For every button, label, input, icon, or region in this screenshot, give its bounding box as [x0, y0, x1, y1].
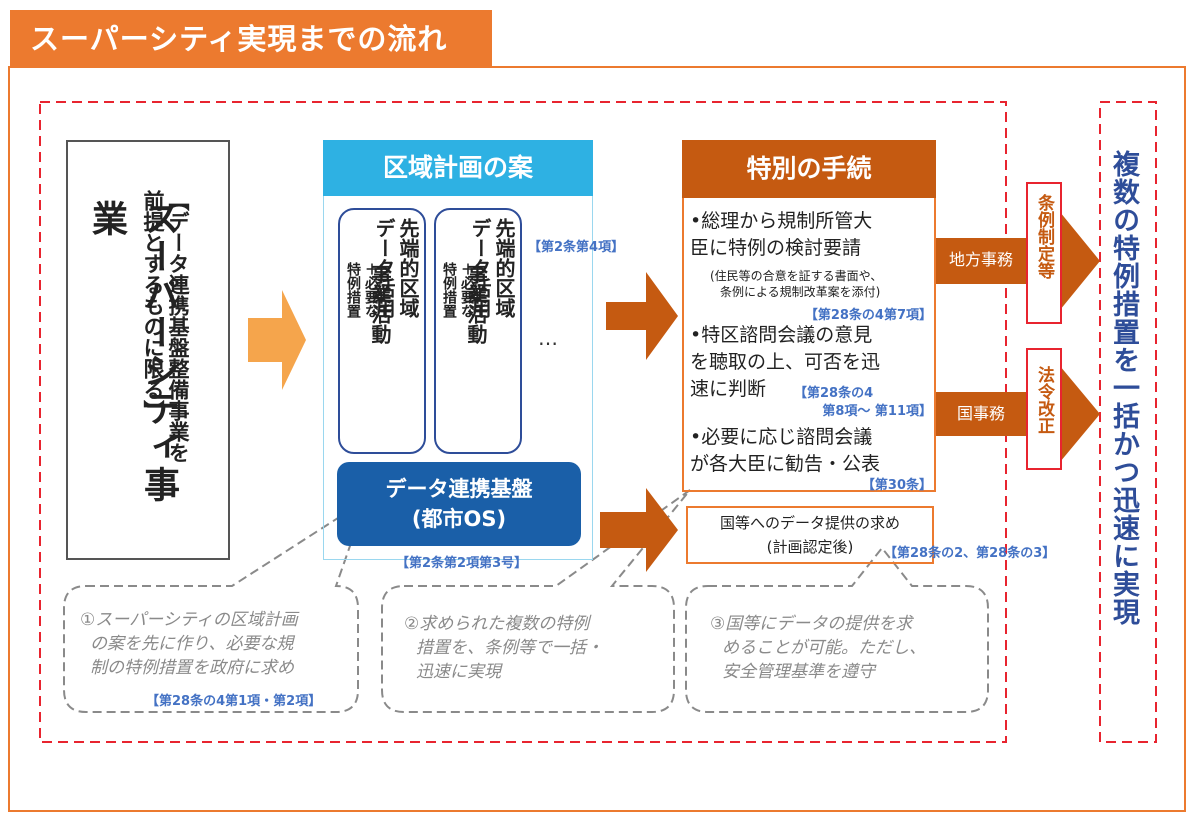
activity-1-sub: ＋必要な 特例措置	[344, 262, 380, 318]
note-2: ②求められた複数の特例 措置を、条例等で一括・ 迅速に実現	[404, 612, 603, 684]
note-3-line2: めることが可能。ただし、	[722, 638, 926, 658]
arrow-plan-to-special	[606, 272, 678, 360]
special-b3-line2: が各大臣に勧告・公表	[690, 453, 881, 475]
special-b1-note1: (住民等の合意を証する書面や、	[710, 269, 883, 283]
special-body: •総理から規制所管大 臣に特例の検討要請 (住民等の合意を証する書面や、 条例に…	[682, 198, 936, 493]
activity-2-plus: ＋	[459, 262, 475, 276]
project-box	[66, 140, 230, 560]
special-b2-line1: •特区諮問会議の意見	[690, 324, 873, 346]
activity-2-main3: 事業活動	[464, 264, 488, 344]
project-subtitle-line2: 前提とするものに限る】	[141, 190, 165, 421]
note-2-line3: 迅速に実現	[416, 662, 501, 682]
national-affairs-label: 国事務	[936, 392, 1026, 436]
special-b2-ref2: 第8項～ 第11項】	[822, 404, 932, 419]
special-bullet-3: •必要に応じ諮問会議 が各大臣に勧告・公表	[690, 424, 880, 478]
special-header: 特別の手続	[682, 140, 936, 198]
activity-1-text: 先端的区域 データ活用	[372, 218, 420, 318]
arrow-base-to-data	[600, 488, 678, 572]
project-title: スーパーシティ事業	[86, 200, 179, 504]
special-b2-line3: 速に判断	[690, 378, 767, 400]
note-3: ③国等にデータの提供を求 めることが可能。ただし、 安全管理基準を遵守	[710, 612, 926, 684]
page-title: スーパーシティ実現までの流れ	[10, 10, 492, 68]
local-affairs-label: 地方事務	[936, 238, 1026, 282]
activity-card-1: 先端的区域 データ活用 事業活動 ＋必要な 特例措置	[338, 208, 426, 454]
activity-2-main1: 先端的区域	[492, 218, 516, 318]
plan-header: 区域計画の案	[323, 140, 593, 196]
local-result-box: 条例制定等	[1026, 182, 1062, 324]
ref-data-platform: 【第2条第2項第3号】	[396, 556, 528, 571]
project-subtitle: 【データ連携基盤整備事業を 前提とするものに限る】	[140, 190, 190, 530]
note-bubble-1-shape	[63, 497, 368, 713]
note-2-line2: 措置を、条例等で一括・	[416, 638, 603, 658]
data-platform-line2: (都市OS)	[411, 507, 507, 531]
note-3-line1: ③国等にデータの提供を求	[710, 614, 913, 634]
special-bullet-1: •総理から規制所管大 臣に特例の検討要請	[690, 208, 872, 262]
special-b1-ref: 【第28条の4第7項】	[804, 308, 932, 323]
activity-2-main3-wrap: 事業活動	[464, 264, 488, 344]
special-b3-line1: •必要に応じ諮問会議	[690, 426, 873, 448]
special-bullet-2: •特区諮問会議の意見 を聴取の上、可否を迅 速に判断	[690, 322, 880, 403]
activity-1-main1: 先端的区域	[396, 218, 420, 318]
more-activities-ellipsis: …	[538, 326, 562, 350]
data-platform-line1: データ連携基盤	[385, 477, 533, 501]
activity-2-sub: ＋必要な 特例措置	[440, 262, 476, 318]
activity-1-main2: データ活用	[372, 218, 396, 318]
activity-2-sub1: 必要な	[459, 276, 475, 318]
final-dashed-frame	[1099, 101, 1157, 743]
activity-1-main3-wrap: 事業活動	[368, 264, 392, 344]
data-request-line2: (計画認定後)	[766, 538, 854, 556]
special-b2-ref1: 【第28条の4	[794, 386, 874, 401]
ref-data-request: 【第28条の2、第28条の3】	[884, 546, 1056, 561]
note-3-line3: 安全管理基準を遵守	[722, 662, 875, 682]
project-subtitle-line1: 【データ連携基盤整備事業を	[166, 190, 190, 463]
special-b1-note: (住民等の合意を証する書面や、 条例による規制改革案を添付)	[710, 268, 882, 300]
activity-1-sub2: 特例措置	[345, 262, 361, 318]
activity-1-sub1: 必要な	[363, 276, 379, 318]
note-bubble-3-shape	[685, 546, 989, 713]
note-2-line1: ②求められた複数の特例	[404, 614, 590, 634]
plan-body	[323, 196, 593, 560]
special-b3-ref: 【第30条】	[861, 478, 932, 493]
arrow-project-to-plan	[248, 290, 306, 390]
ref-activities: 【第2条第4項】	[528, 240, 625, 255]
note-1-ref: 【第28条の4第1項・第2項】	[146, 694, 322, 709]
special-b1-note2: 条例による規制改革案を添付)	[720, 285, 881, 299]
data-platform-box: データ連携基盤 (都市OS)	[337, 462, 581, 546]
activity-2-sub2: 特例措置	[441, 262, 457, 318]
activity-card-2: 先端的区域 データ活用 事業活動 ＋必要な 特例措置	[434, 208, 522, 454]
activity-1-plus: ＋	[363, 262, 379, 276]
diagram-frame	[8, 66, 1186, 812]
data-request-box: 国等へのデータ提供の求め (計画認定後)	[686, 506, 934, 564]
note-1: ①スーパーシティの区域計画 の案を先に作り、必要な規 制の特例措置を政府に求め	[80, 608, 298, 680]
special-b2-line2: を聴取の上、可否を迅	[690, 351, 881, 373]
activity-1-main3: 事業活動	[368, 264, 392, 344]
activity-2-text: 先端的区域 データ活用	[468, 218, 516, 318]
final-result: 複数の特例措置を一括かつ迅速に実現	[1108, 150, 1139, 626]
activity-2-main2: データ活用	[468, 218, 492, 318]
note-1-line3: 制の特例措置を政府に求め	[90, 658, 294, 678]
special-b1-line2: 臣に特例の検討要請	[690, 237, 862, 259]
national-result-box: 法令改正	[1026, 348, 1062, 470]
data-request-line1: 国等へのデータ提供の求め	[719, 514, 900, 532]
note-1-line2: の案を先に作り、必要な規	[90, 634, 294, 654]
note-1-line1: ①スーパーシティの区域計画	[80, 610, 298, 630]
special-b1-line1: •総理から規制所管大	[690, 210, 873, 232]
